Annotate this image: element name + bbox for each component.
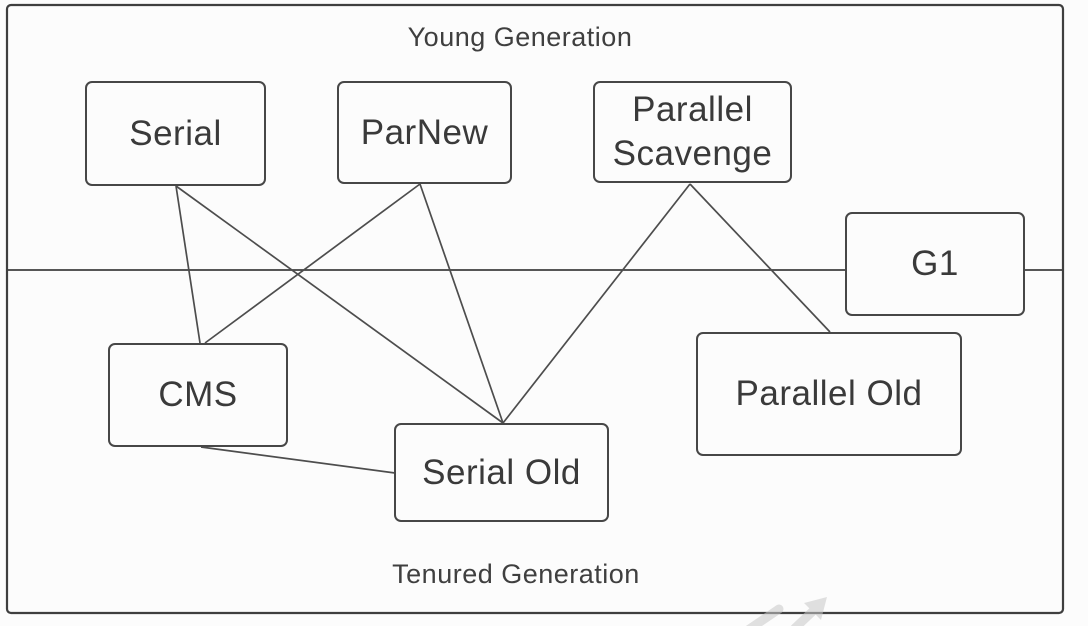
edge-parnew-serial-old xyxy=(419,183,504,424)
node-cms: CMS xyxy=(108,343,288,447)
edge-parallel-scavenge-parallel-old xyxy=(689,183,831,333)
edge-serial-serial-old xyxy=(175,185,504,424)
node-parallel-old: Parallel Old xyxy=(696,332,962,456)
node-serial-old: Serial Old xyxy=(394,423,609,522)
young-generation-label: Young Generation xyxy=(407,22,633,52)
edge-serial-cms xyxy=(175,185,201,344)
node-parnew: ParNew xyxy=(337,81,512,184)
edge-parnew-cms xyxy=(204,183,421,344)
tenured-generation-label: Tenured Generation xyxy=(392,559,640,589)
node-serial: Serial xyxy=(85,81,266,186)
node-parallel-scavenge: Parallel Scavenge xyxy=(593,81,792,183)
node-g1: G1 xyxy=(845,212,1025,316)
edge-parallel-scavenge-serial-old xyxy=(502,183,691,424)
heap-outer-frame xyxy=(5,3,1065,615)
collector-compatibility-edges xyxy=(175,183,831,474)
edge-cms-serial-old xyxy=(200,446,396,474)
arrow-up-right-icon xyxy=(745,597,827,626)
